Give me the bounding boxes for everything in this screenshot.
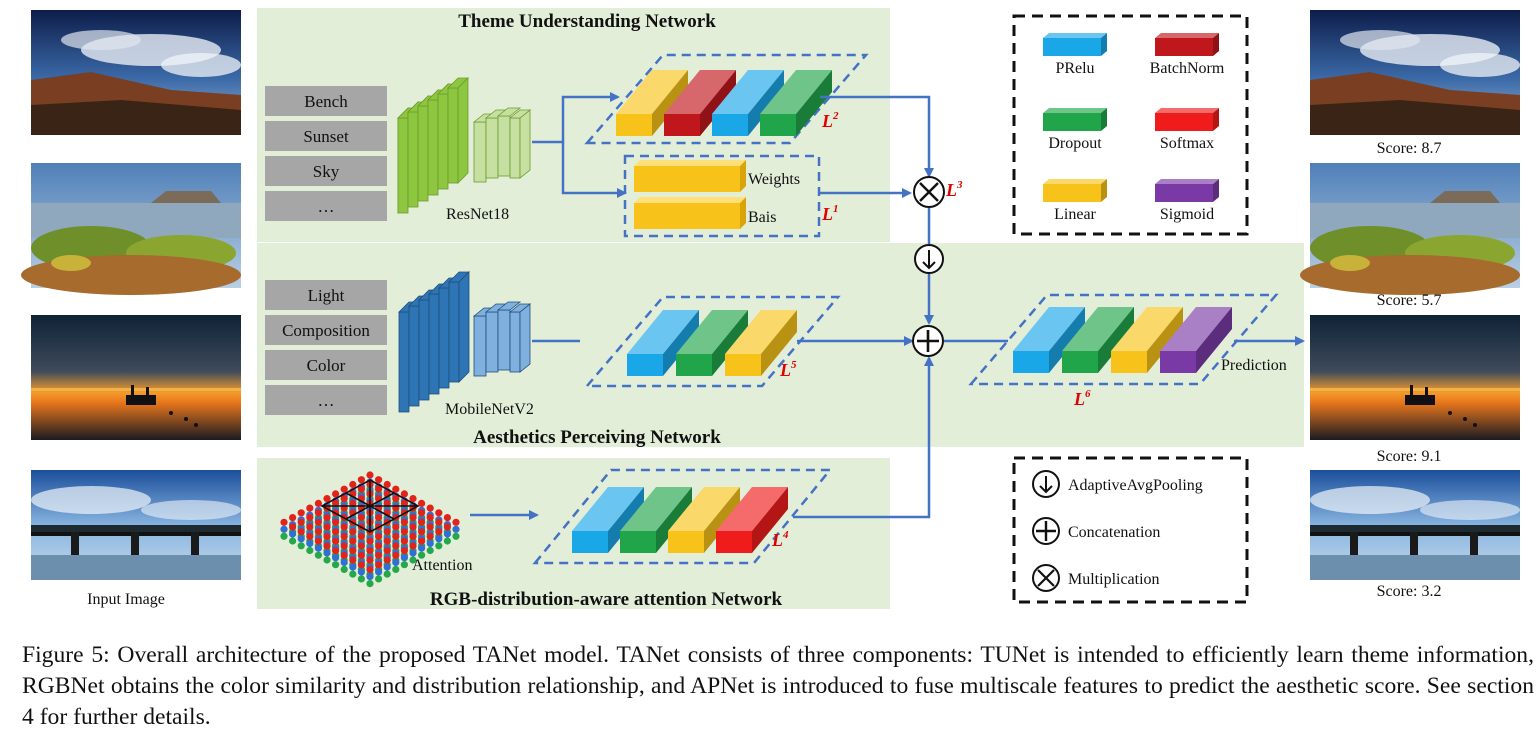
loss-label-l3: L3 [945, 179, 963, 200]
times-circle-icon [913, 176, 945, 208]
prediction-label: Prediction [1221, 357, 1287, 374]
legend-swatch-sigmoid [1155, 179, 1219, 202]
layer-group-frame [968, 293, 1279, 386]
operation-legend-label: Multiplication [1068, 571, 1160, 588]
layer-dropout [676, 310, 748, 376]
input-photo-sunset [31, 315, 241, 440]
layer-dropout [620, 487, 692, 553]
legend-layer-label: PRelu [1055, 60, 1094, 77]
layer-linear [616, 70, 688, 136]
aesthetic-tag: … [318, 391, 335, 410]
loss-label-l1: L1 [821, 203, 839, 224]
attention-label: Attention [412, 557, 472, 574]
score-label: Score: 3.2 [1377, 583, 1442, 600]
layer-softmax [716, 487, 788, 553]
layer-group-l6 [1013, 307, 1232, 373]
layer-prelu [1013, 307, 1085, 373]
legend-layer-label: Sigmoid [1160, 206, 1214, 223]
score-label: Score: 9.1 [1377, 448, 1442, 465]
operation-legend-label: AdaptiveAvgPooling [1068, 477, 1203, 494]
legend-swatch-linear [1043, 179, 1107, 202]
loss-label-l4: L4 [771, 529, 789, 550]
theme-tag: … [318, 197, 335, 216]
layer-group-frame [584, 53, 869, 145]
flow-arrows [470, 92, 1305, 520]
resnet18-label: ResNet18 [446, 206, 509, 223]
output-photo-canyon [1310, 10, 1520, 135]
layer-group-l2 [616, 70, 832, 136]
legend-swatch-softmax [1155, 108, 1219, 131]
theme-tag-list: Bench Sunset Sky … [265, 86, 387, 221]
layer-prelu [627, 310, 699, 376]
weights-bais-frame [623, 154, 821, 238]
layer-group-l5 [627, 310, 797, 376]
layer-prelu [572, 487, 644, 553]
loss-label-l2: L2 [821, 110, 839, 131]
times-circle-icon [1032, 564, 1060, 592]
output-photo-coast [1300, 163, 1520, 295]
input-photo-canyon [31, 10, 241, 135]
legend-swatch-batchnorm [1155, 33, 1219, 56]
score-label: Score: 5.7 [1377, 292, 1442, 309]
input-image-label: Input Image [87, 591, 165, 608]
theme-network-title: Theme Understanding Network [458, 11, 716, 32]
theme-tag: Bench [304, 92, 348, 111]
layer-dropout [1062, 307, 1134, 373]
layer-dropout [760, 70, 832, 136]
operation-legend-label: Concatenation [1068, 524, 1160, 541]
attention-grid [280, 471, 460, 588]
input-photo-coast [21, 163, 241, 295]
mobilenetv2-label: MobileNetV2 [445, 401, 534, 418]
output-photo-sunset [1310, 315, 1520, 440]
theme-tag: Sky [313, 162, 340, 181]
layer-group-frame [584, 295, 841, 388]
linear-bais-layer [634, 197, 746, 229]
bais-label: Bais [748, 209, 776, 226]
plus-circle-icon [1032, 517, 1060, 545]
theme-tag: Sunset [303, 127, 349, 146]
layer-batchnorm [664, 70, 736, 136]
legend-swatch-dropout [1043, 108, 1107, 131]
layer-linear [725, 310, 797, 376]
legend-swatch-prelu [1043, 33, 1107, 56]
legend-layer-label: BatchNorm [1150, 60, 1225, 77]
linear-weights-layer [634, 160, 746, 192]
down-arrow-circle-icon [914, 244, 944, 274]
legend-layer-label: Dropout [1048, 135, 1102, 152]
aesthetic-tag-list: Light Composition Color … [265, 280, 387, 415]
layer-group-frame [532, 468, 833, 565]
legend-layer-label: Softmax [1160, 135, 1214, 152]
figure-caption: Figure 5: Overall architecture of the pr… [22, 642, 1534, 730]
aesthetics-network-title: Aesthetics Perceiving Network [473, 427, 721, 448]
layer-linear [668, 487, 740, 553]
plus-circle-icon [912, 325, 944, 357]
output-photo-bridge [1310, 470, 1520, 580]
layer-sigmoid [1160, 307, 1232, 373]
score-label: Score: 8.7 [1377, 140, 1442, 157]
loss-label-l5: L5 [779, 359, 797, 380]
mobilenetv2-block [398, 271, 532, 413]
aesthetic-tag: Color [307, 356, 346, 375]
layer-prelu [712, 70, 784, 136]
layer-group-l4 [572, 487, 788, 553]
down-arrow-circle-icon [1032, 470, 1060, 498]
rgb-network-title: RGB-distribution-aware attention Network [430, 589, 783, 610]
resnet18-block [397, 77, 532, 214]
layer-linear [1111, 307, 1183, 373]
loss-label-l6: L6 [1073, 388, 1091, 409]
aesthetic-tag: Composition [282, 321, 370, 340]
legend-layer-label: Linear [1054, 206, 1096, 223]
input-photo-bridge [31, 470, 241, 580]
weights-label: Weights [748, 171, 800, 188]
aesthetic-tag: Light [308, 286, 345, 305]
